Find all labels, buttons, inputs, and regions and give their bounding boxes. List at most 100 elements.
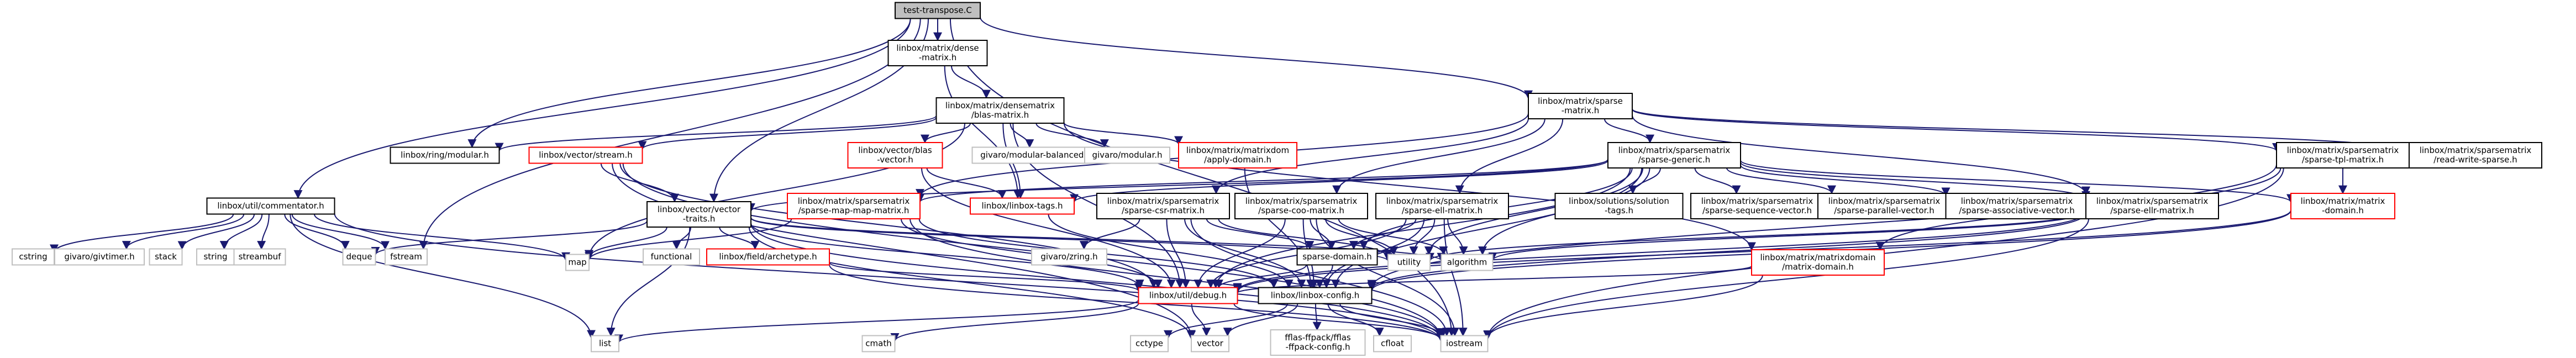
edge-commentator-to-string xyxy=(219,214,263,250)
edge-sparse-ell-to-utility xyxy=(1409,218,1436,256)
node-sparse-domain[interactable]: sparse-domain.h xyxy=(1296,248,1378,266)
node-list[interactable]: list xyxy=(591,335,619,352)
node-deque[interactable]: deque xyxy=(342,248,376,266)
node-label: string xyxy=(203,252,227,262)
node-label: cmath xyxy=(865,339,891,349)
edge-sparse-tpl-to-iostream xyxy=(1483,167,2284,340)
node-label: linbox/matrix/dense xyxy=(896,43,979,53)
node-box xyxy=(847,142,943,169)
edge-vector-traits-to-functional xyxy=(672,227,692,250)
node-matrixdomain-matrix[interactable]: linbox/matrix/matrixdomain/matrix-domain… xyxy=(1751,249,1885,276)
node-linbox-tags[interactable]: linbox/linbox-tags.h xyxy=(970,197,1075,215)
edge-sparse-generic-to-matrix-domain xyxy=(1740,160,2295,203)
node-label: linbox/matrix/sparse xyxy=(1538,96,1623,106)
node-ring-modular[interactable]: linbox/ring/modular.h xyxy=(390,146,500,164)
node-sparse-csr[interactable]: linbox/matrix/sparsematrix/sparse-csr-ma… xyxy=(1096,193,1230,219)
edge-sparse-coo-to-algorithm xyxy=(1338,218,1448,256)
node-matrix-domain[interactable]: linbox/matrix/matrix-domain.h xyxy=(2290,193,2395,219)
node-solution-tags[interactable]: linbox/solutions/solution-tags.h xyxy=(1554,193,1684,219)
node-label: test-transpose.C xyxy=(903,6,972,15)
node-givzring[interactable]: givaro/zring.h xyxy=(1031,248,1107,266)
node-box xyxy=(1031,248,1107,266)
node-sparse-assoc[interactable]: linbox/matrix/sparsematrix/sparse-associ… xyxy=(1945,193,2089,219)
node-cfloat[interactable]: cfloat xyxy=(1373,335,1412,352)
node-utility[interactable]: utility xyxy=(1387,254,1431,271)
node-streambuf[interactable]: streambuf xyxy=(233,248,286,266)
node-commentator[interactable]: linbox/util/commentator.h xyxy=(206,197,335,215)
node-givaro-modular[interactable]: givaro/modular.h xyxy=(1084,146,1170,164)
node-box xyxy=(1387,254,1431,271)
node-vector-blas[interactable]: linbox/vector/blas-vector.h xyxy=(847,142,943,169)
edge-sparse-ell-to-iostream xyxy=(1443,218,1468,337)
node-label: linbox/matrix/sparsematrix xyxy=(1828,196,1941,206)
node-label: vector xyxy=(1197,339,1223,349)
node-sparse-seq[interactable]: linbox/matrix/sparsematrix/sparse-sequen… xyxy=(1690,193,1824,219)
node-sparse-h[interactable]: linbox/matrix/sparse-matrix.h xyxy=(1528,93,1633,119)
node-blas-matrix[interactable]: linbox/matrix/densematrix/blas-matrix.h xyxy=(935,97,1065,124)
node-functional[interactable]: functional xyxy=(643,248,700,266)
edge-sparse-h-to-sparse-tpl xyxy=(1632,109,2281,152)
node-label: sparse-domain.h xyxy=(1302,252,1372,262)
node-label: list xyxy=(599,339,611,349)
node-fstream[interactable]: fstream xyxy=(385,248,428,266)
node-label: /sparse-csr-matrix.h xyxy=(1122,206,1205,215)
node-vector-stream[interactable]: linbox/vector/stream.h xyxy=(528,146,643,164)
node-label: iostream xyxy=(1446,339,1482,349)
node-field-archetype[interactable]: linbox/field/archetype.h xyxy=(706,248,830,266)
node-sparse-ell[interactable]: linbox/matrix/sparsematrix/sparse-ell-ma… xyxy=(1375,193,1509,219)
edge-commentator-to-deque xyxy=(284,214,350,250)
node-sparse-par[interactable]: linbox/matrix/sparsematrix/sparse-parall… xyxy=(1817,193,1951,219)
node-root[interactable]: test-transpose.C xyxy=(895,2,981,19)
edge-sparse-h-to-sparse-ell xyxy=(1455,118,1564,194)
node-label: linbox/matrix/sparsematrix xyxy=(1245,196,1358,206)
edge-blas-dense-to-linbox-tags xyxy=(944,65,1022,199)
node-label: /blas-matrix.h xyxy=(971,110,1029,120)
edge-vector-traits-to-iostream xyxy=(750,223,1445,341)
node-box xyxy=(1441,254,1494,271)
node-string[interactable]: string xyxy=(196,248,235,266)
edge-blas-matrix-to-givaro-modular xyxy=(1035,123,1109,149)
node-cstring[interactable]: cstring xyxy=(12,248,55,266)
node-label: -tags.h xyxy=(1605,206,1633,215)
node-box xyxy=(528,146,643,164)
edge-util-debug-to-list xyxy=(614,299,1139,344)
node-map[interactable]: map xyxy=(565,254,590,271)
node-label: -domain.h xyxy=(2322,206,2364,215)
node-read-write[interactable]: linbox/matrix/sparsematrix/read-write-sp… xyxy=(2409,142,2542,169)
node-vector-traits[interactable]: linbox/vector/vector-traits.h xyxy=(646,201,751,228)
node-sparse-ellr[interactable]: linbox/matrix/sparsematrix/sparse-ellr-m… xyxy=(2085,193,2219,219)
edge-blas-matrix-to-vector-blas xyxy=(921,123,971,144)
node-ffpack-config[interactable]: fflas-ffpack/fflas-ffpack-config.h xyxy=(1270,329,1366,356)
node-linbox-config[interactable]: linbox/linbox-config.h xyxy=(1258,287,1373,304)
node-vector[interactable]: vector xyxy=(1191,335,1229,352)
node-sparse-tpl[interactable]: linbox/matrix/sparsematrix/sparse-tpl-ma… xyxy=(2276,142,2410,169)
node-sparse-map[interactable]: linbox/matrix/sparsematrix/sparse-map-ma… xyxy=(787,193,921,219)
node-sparse-generic[interactable]: linbox/matrix/sparsematrix/sparse-generi… xyxy=(1607,142,1741,169)
node-label: linbox/vector/vector xyxy=(658,204,741,214)
edge-vector-stream-to-util-debug xyxy=(619,163,1158,289)
node-box xyxy=(1751,249,1885,276)
node-sparse-coo[interactable]: linbox/matrix/sparsematrix/sparse-coo-ma… xyxy=(1234,193,1368,219)
node-modular-balanced[interactable]: givaro/modular-balanced.h xyxy=(971,146,1101,164)
edge-sparse-ellr-to-linbox-config xyxy=(1367,213,2086,291)
edge-sparse-generic-to-sparse-par xyxy=(1726,167,1836,194)
node-label: /sparse-associative-vector.h xyxy=(1959,206,2074,215)
node-blas-dense[interactable]: linbox/matrix/dense-matrix.h xyxy=(887,40,988,66)
edge-sparse-csr-to-iostream xyxy=(1190,218,1452,337)
node-givtimer[interactable]: givaro/givtimer.h xyxy=(54,248,145,266)
node-stack[interactable]: stack xyxy=(149,248,183,266)
node-label: linbox/matrix/sparsematrix xyxy=(1107,196,1219,206)
edge-sparse-generic-to-sparse-ellr xyxy=(1740,162,2090,200)
node-util-debug[interactable]: linbox/util/debug.h xyxy=(1138,287,1238,304)
node-label: linbox/linbox-tags.h xyxy=(981,201,1063,211)
node-apply-domain[interactable]: linbox/matrix/matrixdom/apply-domain.h xyxy=(1178,142,1297,169)
node-box xyxy=(2409,142,2542,169)
node-algorithm[interactable]: algorithm xyxy=(1441,254,1494,271)
node-label: /sparse-parallel-vector.h xyxy=(1834,206,1934,215)
edge-vector-blas-to-util-debug xyxy=(921,167,1176,289)
node-iostream[interactable]: iostream xyxy=(1440,335,1489,352)
edge-sparse-generic-to-solution-tags xyxy=(1628,167,1661,194)
edge-vector-traits-to-list xyxy=(606,227,691,337)
node-cmath[interactable]: cmath xyxy=(861,335,896,352)
node-cctype[interactable]: cctype xyxy=(1130,335,1169,352)
